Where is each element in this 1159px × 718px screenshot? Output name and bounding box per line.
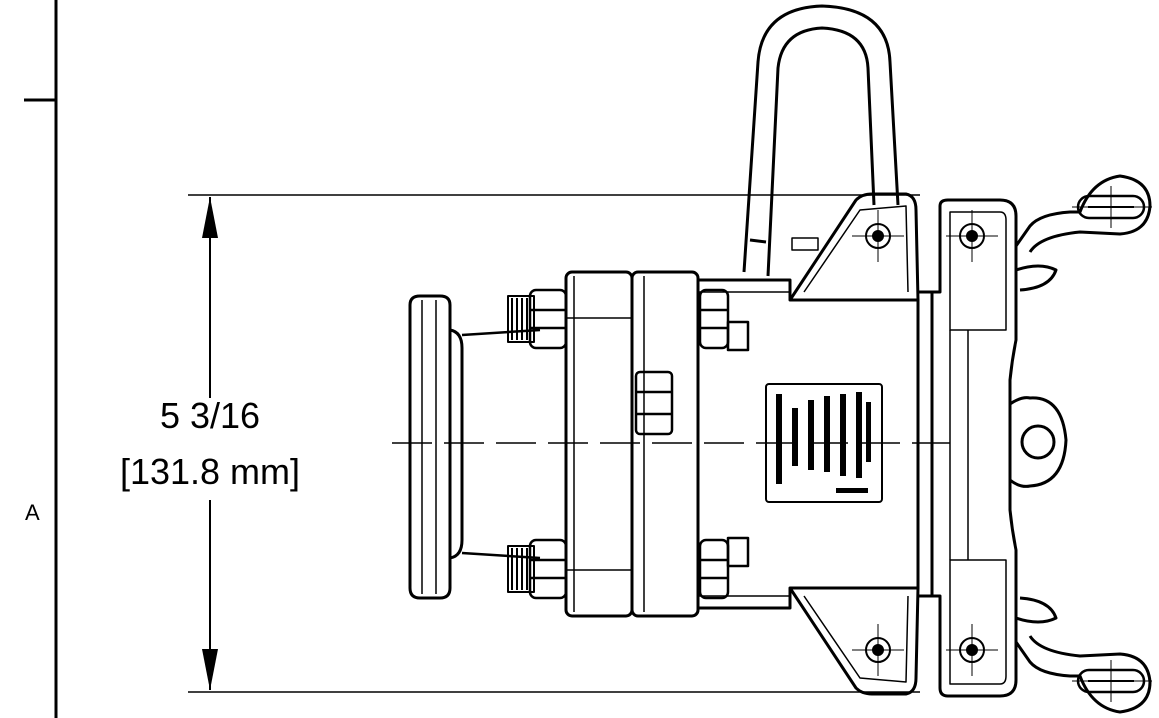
threaded-stud-top [507,295,535,343]
bolt-hole-top-right [946,210,998,262]
dimension-value-imperial: 5 3/16 [160,395,260,436]
center-bolt-head [634,370,674,436]
dimension-value-metric: [131.8 mm] [120,451,300,492]
threaded-stud-bottom [507,545,535,593]
zone-marker: A [25,500,40,525]
hex-nut-top-right [698,288,750,352]
id-plate [765,383,883,503]
hex-nut-bottom-left [528,538,568,600]
end-flange [408,294,541,600]
coupling-body [698,278,933,610]
arrowhead-bottom [202,649,218,690]
bolt-hole-top-left [852,210,904,262]
pivot-eye [1009,396,1068,488]
bottom-gusset-bracket [788,587,920,696]
clamp-plate-right [630,270,700,618]
drawing-border [24,0,58,718]
top-gusset-bracket [788,192,920,301]
coupling-assembly [408,4,1152,714]
hex-nut-top-left [528,288,568,350]
dimension-annotation [188,194,920,693]
arrowhead-top [202,197,218,238]
cam-arm-bottom [1014,596,1152,714]
clamp-plate-left [564,270,634,618]
hex-nut-bottom-right [698,536,750,600]
lift-handle [742,4,900,277]
cam-arm-top [1014,174,1152,292]
bolt-hole-bottom-left [852,624,904,676]
bolt-hole-bottom-right [946,624,998,676]
clamp-frame [930,198,1018,698]
